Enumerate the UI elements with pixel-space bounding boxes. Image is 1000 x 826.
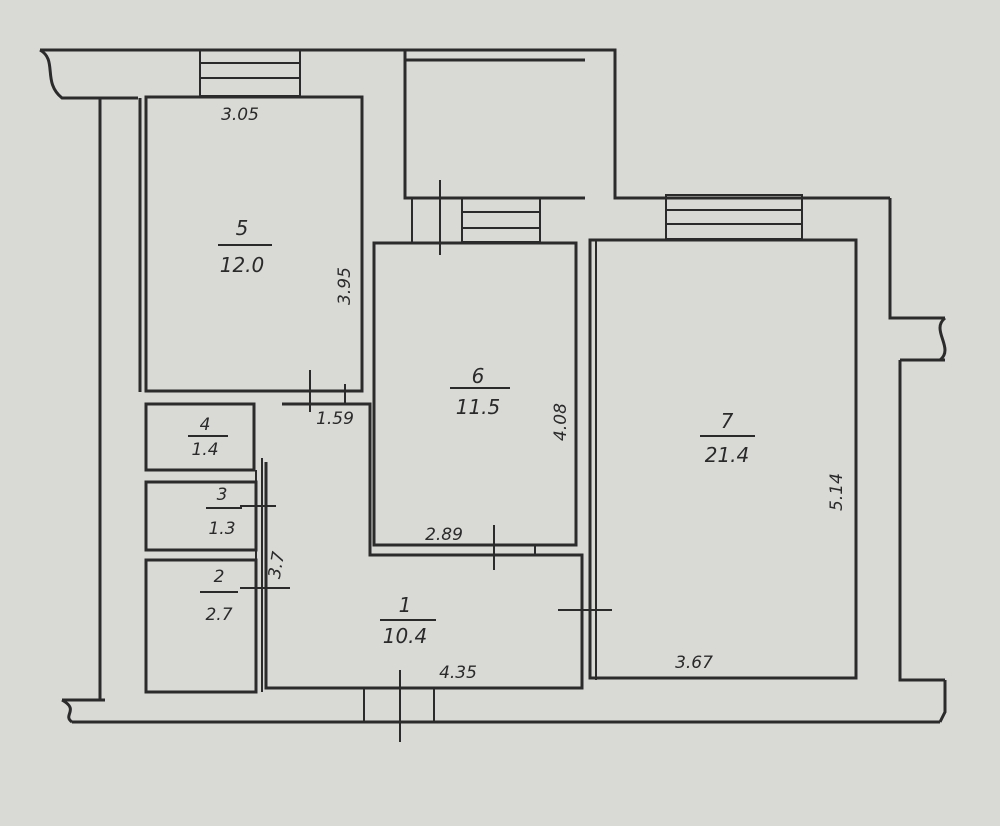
room-2-area: 2.7 [205, 605, 232, 625]
room-1-area: 10.4 [383, 624, 428, 648]
dim-5-14: 5.14 [827, 473, 847, 511]
room-4-number: 4 [200, 415, 211, 435]
room-7-area: 21.4 [705, 443, 750, 467]
room-label-1: 1 10.4 [380, 593, 436, 648]
room-label-3: 3 1.3 [206, 485, 242, 539]
room-label-6: 6 11.5 [450, 364, 510, 419]
room-4-outline [144, 402, 256, 472]
dim-3-95: 3.95 [335, 267, 355, 305]
dim-3-67: 3.67 [675, 653, 713, 673]
room-3-area: 1.3 [208, 519, 235, 539]
windows [199, 49, 803, 243]
room-2-number: 2 [214, 567, 225, 587]
room-label-4: 4 1.4 [188, 415, 228, 460]
room-6-area: 11.5 [456, 395, 501, 419]
room-label-5: 5 12.0 [218, 216, 272, 277]
room-3-number: 3 [217, 485, 228, 505]
dim-4-35: 4.35 [439, 663, 477, 683]
room-5-area: 12.0 [220, 253, 265, 277]
dim-4-08: 4.08 [551, 403, 571, 441]
room-3-outline [144, 480, 258, 552]
room-2-outline [144, 558, 258, 694]
room-6-number: 6 [472, 364, 485, 388]
dim-3-7: 3.7 [265, 550, 289, 580]
room-label-2: 2 2.7 [200, 567, 238, 625]
dimension-labels: 3.05 3.95 1.59 4.08 2.89 5.14 4.35 3.67 … [221, 105, 847, 683]
room-1-number: 1 [399, 593, 412, 617]
dim-2-89: 2.89 [425, 525, 463, 545]
room-6-outline [372, 241, 578, 547]
door-marks [240, 180, 612, 742]
room-7-number: 7 [721, 409, 734, 433]
outer-walls [39, 48, 947, 724]
dim-3-05: 3.05 [221, 105, 259, 125]
room-label-7: 7 21.4 [700, 409, 755, 467]
room-5-number: 5 [236, 216, 249, 240]
room-4-area: 1.4 [191, 440, 218, 460]
dim-1-59: 1.59 [316, 409, 354, 429]
